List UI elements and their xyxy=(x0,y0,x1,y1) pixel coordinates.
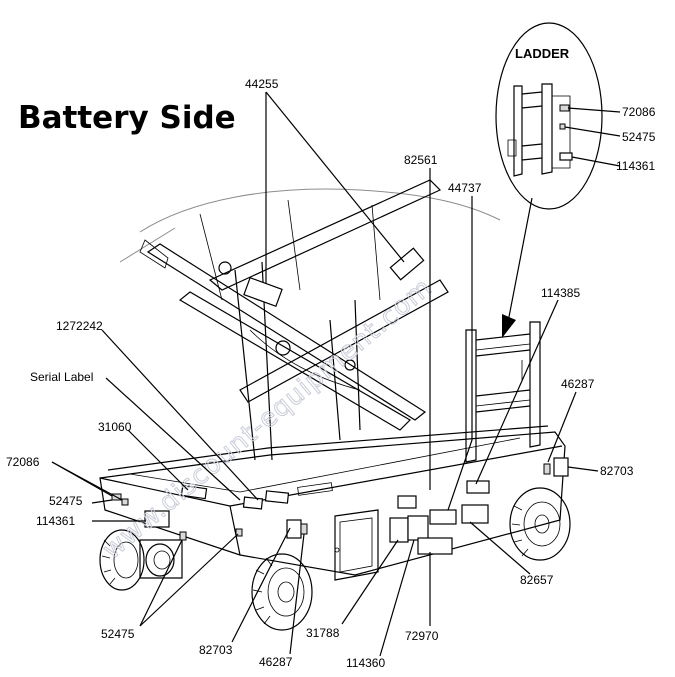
wheel-front-left xyxy=(99,529,145,591)
wheel-rear-right xyxy=(509,487,571,561)
inset-decal-114361 xyxy=(559,152,573,161)
decal-82703-right xyxy=(553,457,569,477)
ladder-inset: LADDER xyxy=(495,22,603,338)
decal-82561 xyxy=(397,495,417,509)
decal-114360 xyxy=(407,515,429,541)
label-46287-right: 46287 xyxy=(561,377,595,391)
label-52475-inset: 52475 xyxy=(622,130,656,144)
label-31788: 31788 xyxy=(306,626,340,640)
label-31060: 31060 xyxy=(98,420,132,434)
label-82703-bottom: 82703 xyxy=(199,643,233,657)
label-72970: 72970 xyxy=(405,629,439,643)
decal-44737 xyxy=(429,509,457,525)
decal-114385 xyxy=(466,480,490,494)
label-44737: 44737 xyxy=(448,181,482,195)
part-labels: 44255 82561 44737 1272242 Serial Label 3… xyxy=(6,77,656,670)
inset-title: LADDER xyxy=(515,46,570,61)
label-1272242: 1272242 xyxy=(56,319,103,333)
decal-1272242-a xyxy=(242,496,264,510)
ladder xyxy=(465,321,541,463)
label-114385: 114385 xyxy=(541,286,580,300)
decal-46287-right xyxy=(543,463,551,475)
label-72086-inset: 72086 xyxy=(622,105,656,119)
inset-decal-52475 xyxy=(559,123,566,130)
decal-1272242-b xyxy=(264,490,290,504)
decal-46287-bottom xyxy=(300,523,308,535)
label-114361-left: 114361 xyxy=(36,514,75,528)
decal-31060 xyxy=(180,484,208,500)
decal-44255-b xyxy=(389,247,425,281)
label-114360: 114360 xyxy=(346,656,385,670)
leader-lines xyxy=(51,91,621,657)
label-46287-bottom: 46287 xyxy=(259,655,293,669)
inset-decal-72086 xyxy=(559,104,570,112)
chassis-nameplate xyxy=(297,482,333,496)
scissor-arms xyxy=(139,179,449,461)
decal-52475-left xyxy=(121,498,129,506)
decal-52475-bottom-a xyxy=(179,531,187,541)
label-serial: Serial Label xyxy=(30,370,93,384)
label-82657: 82657 xyxy=(520,573,554,587)
label-82703-right: 82703 xyxy=(600,464,634,478)
label-52475-left: 52475 xyxy=(49,494,83,508)
drive-motor xyxy=(139,539,183,579)
decal-52475-bottom-b xyxy=(235,528,243,537)
decal-31788 xyxy=(389,517,409,543)
decal-114361-left xyxy=(144,510,170,528)
wheel-front-right xyxy=(251,553,313,631)
diagram-title: Battery Side xyxy=(18,100,236,136)
decals xyxy=(111,247,569,555)
scissor-lift-drawing xyxy=(99,179,571,631)
watermark: www.discount-equipment.com xyxy=(97,272,438,565)
label-72086-left: 72086 xyxy=(6,455,40,469)
decal-82657 xyxy=(461,504,489,524)
label-44255: 44255 xyxy=(245,77,279,91)
label-114361-inset: 114361 xyxy=(616,159,655,173)
decal-72970 xyxy=(417,537,453,555)
label-82561: 82561 xyxy=(404,153,438,167)
label-52475-bottom: 52475 xyxy=(101,627,135,641)
decal-44255-a xyxy=(243,276,283,308)
